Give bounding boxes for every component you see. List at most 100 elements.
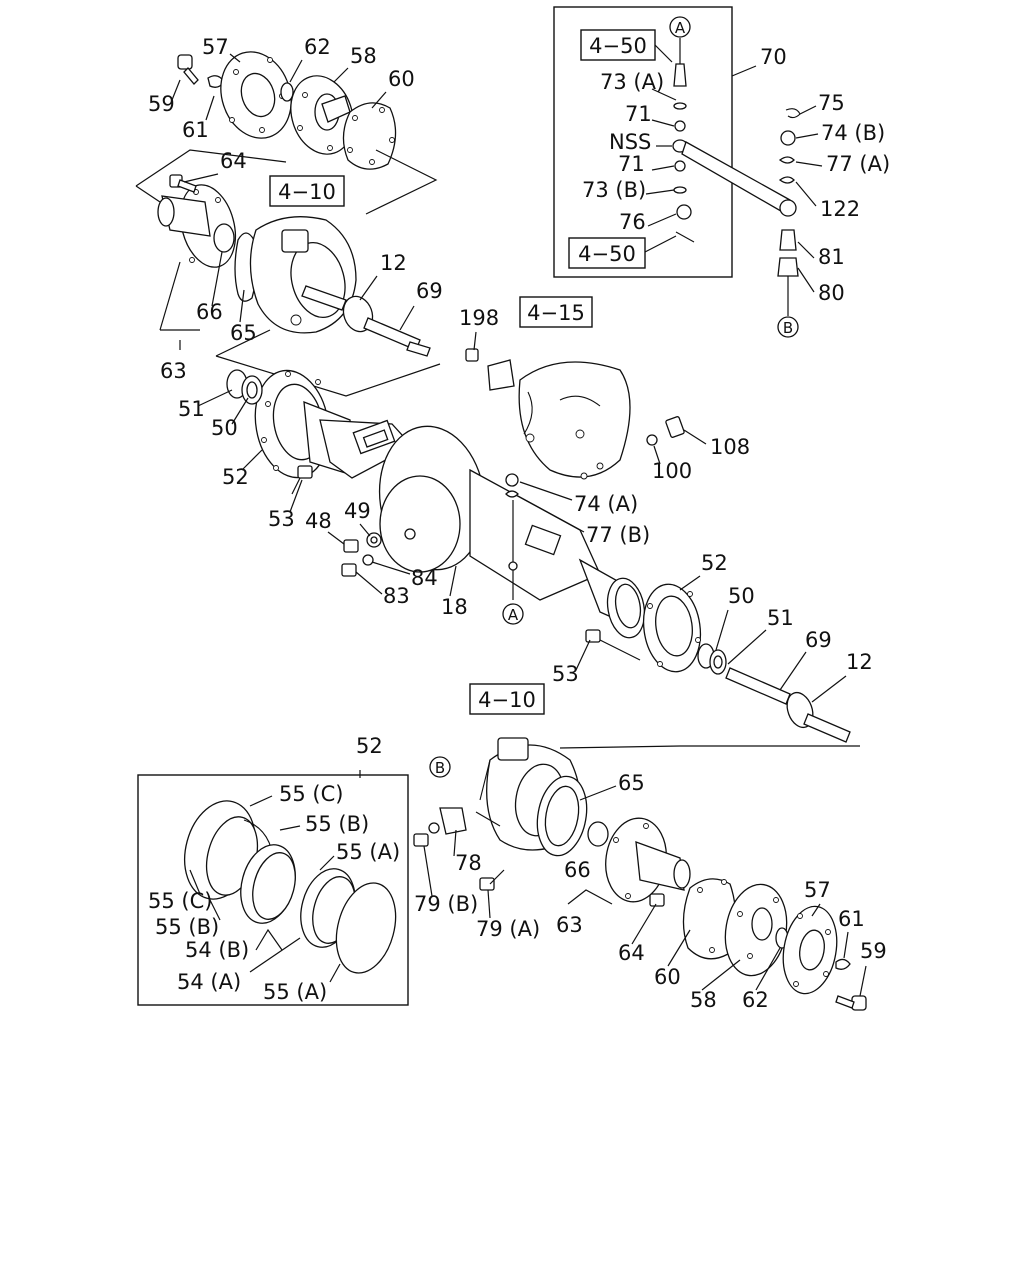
part-label-l58a: 58 (350, 44, 377, 68)
ref-box-frame (469, 683, 545, 715)
steering-knuckle-63-upper (157, 184, 237, 268)
part-label-lNSS: NSS (609, 130, 651, 154)
part-label-l83: 83 (383, 584, 410, 608)
bolt-79A (479, 869, 505, 891)
ref-box-frame (269, 175, 345, 207)
part-label-l61b: 61 (838, 907, 865, 931)
tie-rod-inset-contents (644, 38, 797, 253)
callout-letter: B (783, 319, 793, 337)
ref-box-frame (580, 29, 656, 61)
part-label-l62b: 62 (742, 988, 769, 1012)
part-label-l61a: 61 (182, 118, 209, 142)
seal-51-50-left (226, 369, 263, 405)
callout-cA2: A (502, 603, 524, 625)
part-label-l60b: 60 (654, 965, 681, 989)
leader-lines (171, 53, 867, 997)
part-label-l198: 198 (459, 306, 499, 330)
callout-cB1: B (777, 316, 799, 338)
part-label-l108: 108 (710, 435, 750, 459)
part-label-l54B: 54 (B) (185, 938, 249, 962)
seal-kit-inset-frame (137, 774, 409, 1006)
part-label-l79B: 79 (B) (414, 892, 478, 916)
part-label-l64b: 64 (618, 941, 645, 965)
axle-housing-18 (254, 369, 646, 639)
drain-plugs-48-49-83-84 (341, 532, 382, 577)
part-label-l81: 81 (818, 245, 845, 269)
part-label-l50b: 50 (728, 584, 755, 608)
part-label-l62a: 62 (304, 35, 331, 59)
part-label-l58b: 58 (690, 988, 717, 1012)
bracket-78 (428, 807, 467, 835)
part-label-l80: 80 (818, 281, 845, 305)
part-label-l79A: 79 (A) (476, 917, 540, 941)
differential-carrier-4-15 (465, 348, 685, 498)
part-label-l12b: 12 (846, 650, 873, 674)
drive-flange-58-upper (290, 75, 354, 155)
callout-circle (777, 316, 799, 338)
part-label-l73B: 73 (B) (582, 178, 646, 202)
seal-66-lower (587, 821, 609, 847)
part-label-l64a: 64 (220, 149, 247, 173)
tie-rod-inset-frame (553, 6, 733, 278)
part-label-l57a: 57 (202, 35, 229, 59)
callout-circle (429, 756, 451, 778)
axle-shaft-12-69-right (725, 667, 851, 743)
ref-box-frame (519, 296, 593, 328)
seal-kit-contents (184, 770, 397, 983)
part-label-l77A: 77 (A) (826, 152, 890, 176)
part-label-l50a: 50 (211, 416, 238, 440)
part-label-l84: 84 (411, 566, 438, 590)
part-label-l51a: 51 (178, 397, 205, 421)
part-label-l54A: 54 (A) (177, 970, 241, 994)
part-label-l55Ca: 55 (C) (279, 782, 343, 806)
bolt-59-lower (835, 995, 867, 1011)
ref-box-r450b: 4−50 (568, 237, 646, 269)
part-label-l55Aa: 55 (A) (336, 840, 400, 864)
bolt-64-upper (169, 174, 197, 193)
part-label-l77B: 77 (B) (586, 523, 650, 547)
gasket-65-lower (536, 775, 588, 857)
part-label-l55Bb: 55 (B) (155, 915, 219, 939)
ref-box-frame (568, 237, 646, 269)
ref-box-text: 4−50 (578, 242, 636, 266)
part-label-l63a: 63 (160, 359, 187, 383)
assembly-line-upper-3 (365, 149, 438, 215)
part-label-l74B: 74 (B) (821, 121, 885, 145)
callout-circle (669, 16, 691, 38)
part-label-l55Ba: 55 (B) (305, 812, 369, 836)
part-label-l100: 100 (652, 459, 692, 483)
o-ring-62-upper (280, 82, 294, 102)
part-label-l69a: 69 (416, 279, 443, 303)
part-label-l49: 49 (344, 499, 371, 523)
ref-box-r410b: 4−10 (469, 683, 545, 715)
part-label-l55Ab: 55 (A) (263, 980, 327, 1004)
axle-housing-4-10-upper (249, 216, 357, 334)
ref-box-text: 4−10 (478, 688, 536, 712)
assembly-line-upper-5 (215, 355, 441, 397)
part-label-l71b: 71 (618, 152, 645, 176)
part-label-l122: 122 (820, 197, 860, 221)
drive-flange-58-lower (724, 883, 788, 977)
part-label-l66b: 66 (564, 858, 591, 882)
gasket-60-upper (342, 102, 397, 170)
callout-letter: A (508, 606, 519, 624)
assembly-line-upper-4 (215, 329, 271, 357)
part-label-l18: 18 (441, 595, 468, 619)
part-label-l48: 48 (305, 509, 332, 533)
part-label-l70: 70 (760, 45, 787, 69)
part-label-l59b: 59 (860, 939, 887, 963)
ref-box-text: 4−15 (527, 301, 585, 325)
part-label-l12a: 12 (380, 251, 407, 275)
callout-circle (502, 603, 524, 625)
part-label-l73A: 73 (A) (600, 70, 664, 94)
bolt-53-left (291, 465, 313, 495)
part-label-l78: 78 (455, 851, 482, 875)
part-label-l52b: 52 (701, 551, 728, 575)
part-label-l65b: 65 (618, 771, 645, 795)
bolt-79B (413, 833, 429, 847)
part-label-l53b: 53 (552, 662, 579, 686)
lock-washer-61-lower (835, 958, 851, 970)
assembly-line-upper (135, 149, 287, 187)
